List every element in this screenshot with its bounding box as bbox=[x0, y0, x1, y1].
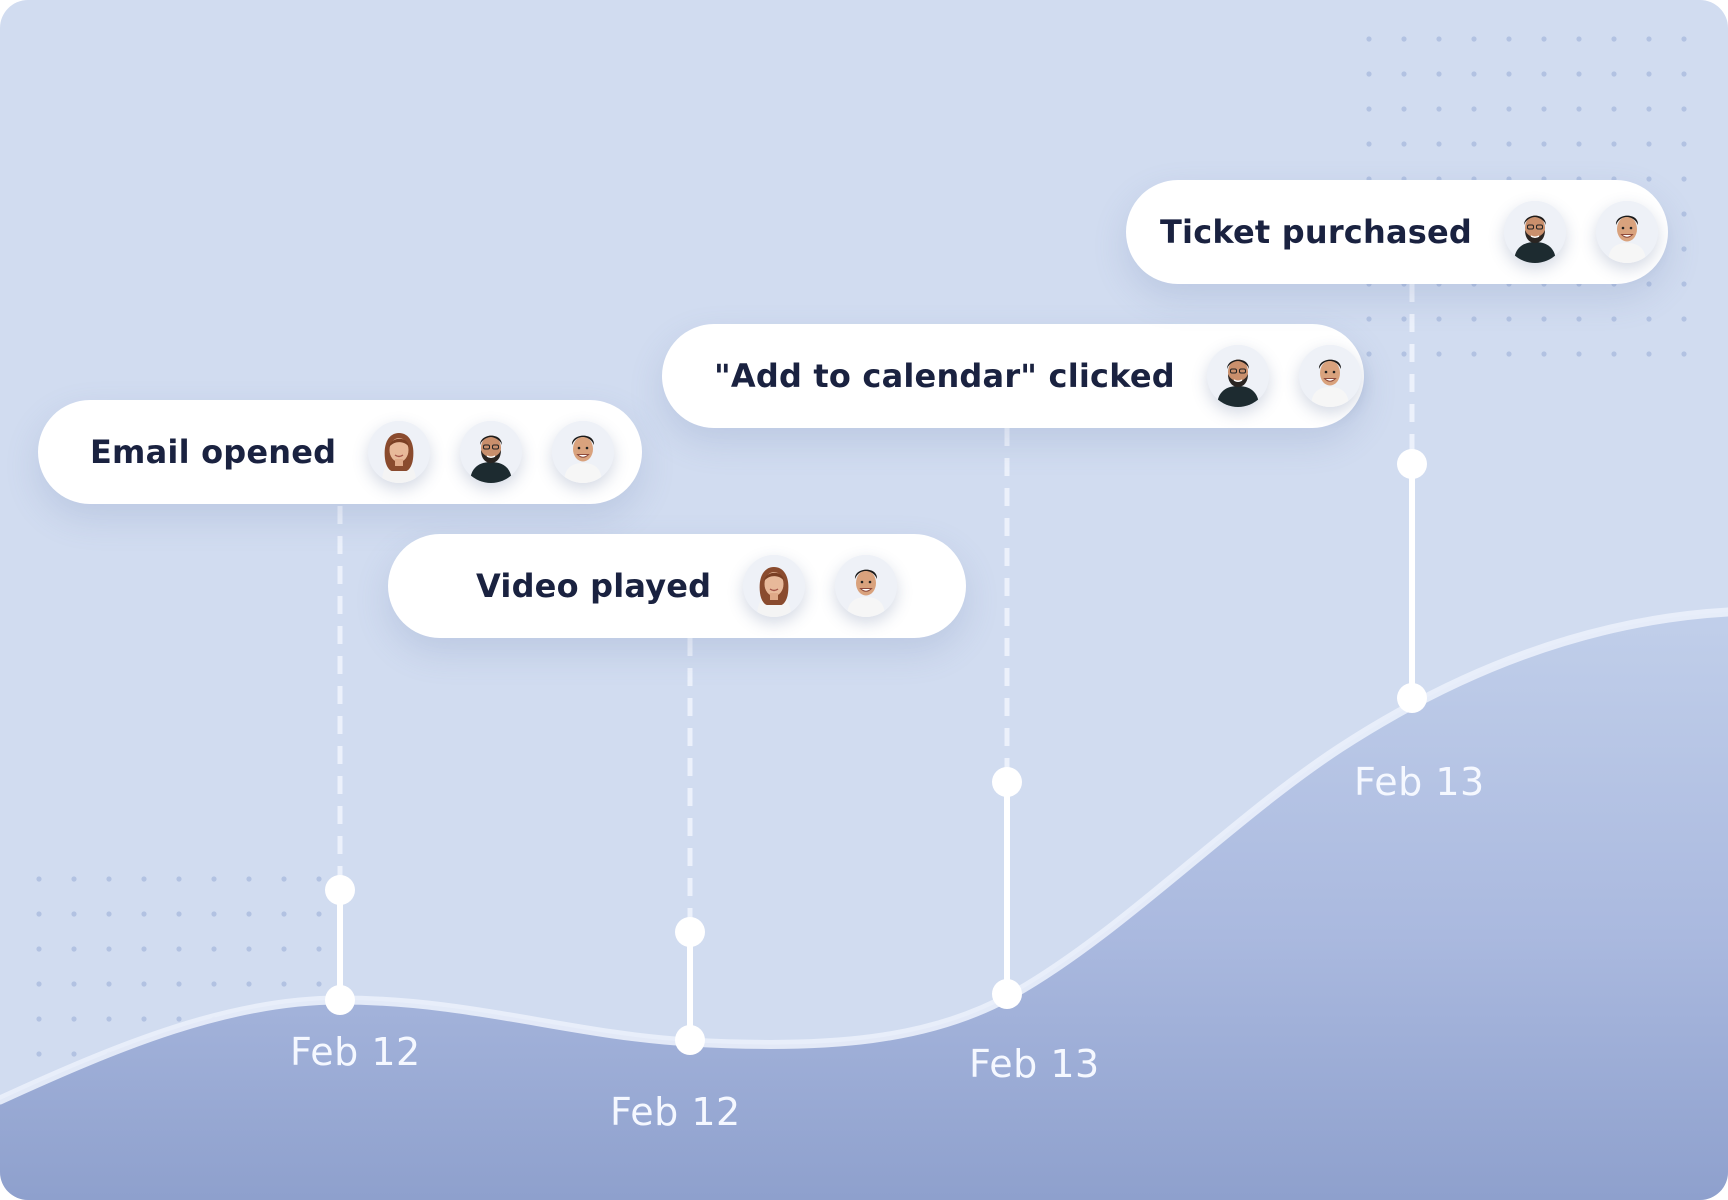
node-top-1 bbox=[325, 875, 355, 905]
node-bottom-1 bbox=[325, 985, 355, 1015]
event-label: Email opened bbox=[90, 433, 336, 471]
date-label-2: Feb 12 bbox=[610, 1090, 741, 1134]
node-bottom-2 bbox=[675, 1025, 705, 1055]
avatar-smiling-man-icon bbox=[835, 555, 897, 617]
avatar-group bbox=[1207, 345, 1361, 407]
avatar-group bbox=[368, 421, 614, 483]
node-bottom-3 bbox=[992, 979, 1022, 1009]
node-top-3 bbox=[992, 767, 1022, 797]
date-label-1: Feb 12 bbox=[290, 1030, 421, 1074]
event-pill-add-to-calendar: "Add to calendar" clicked bbox=[662, 324, 1364, 428]
avatar-group bbox=[1504, 201, 1658, 263]
event-pill-email-opened: Email opened bbox=[38, 400, 642, 504]
avatar-woman-icon bbox=[743, 555, 805, 617]
avatar-woman-icon bbox=[368, 421, 430, 483]
node-bottom-4 bbox=[1397, 683, 1427, 713]
node-top-4 bbox=[1397, 449, 1427, 479]
avatar-bearded-man-icon bbox=[1207, 345, 1269, 407]
event-label: "Add to calendar" clicked bbox=[714, 357, 1175, 395]
avatar-smiling-man-icon bbox=[1299, 345, 1361, 407]
avatar-group bbox=[743, 555, 897, 617]
event-pill-video-played: Video played bbox=[388, 534, 966, 638]
date-label-4: Feb 13 bbox=[1354, 760, 1485, 804]
avatar-smiling-man-icon bbox=[1596, 201, 1658, 263]
node-top-2 bbox=[675, 917, 705, 947]
avatar-smiling-man-icon bbox=[552, 421, 614, 483]
event-label: Ticket purchased bbox=[1160, 213, 1472, 251]
avatar-bearded-man-icon bbox=[1504, 201, 1566, 263]
event-label: Video played bbox=[476, 567, 711, 605]
event-pill-ticket-purchased: Ticket purchased bbox=[1126, 180, 1668, 284]
avatar-bearded-man-icon bbox=[460, 421, 522, 483]
date-label-3: Feb 13 bbox=[969, 1042, 1100, 1086]
